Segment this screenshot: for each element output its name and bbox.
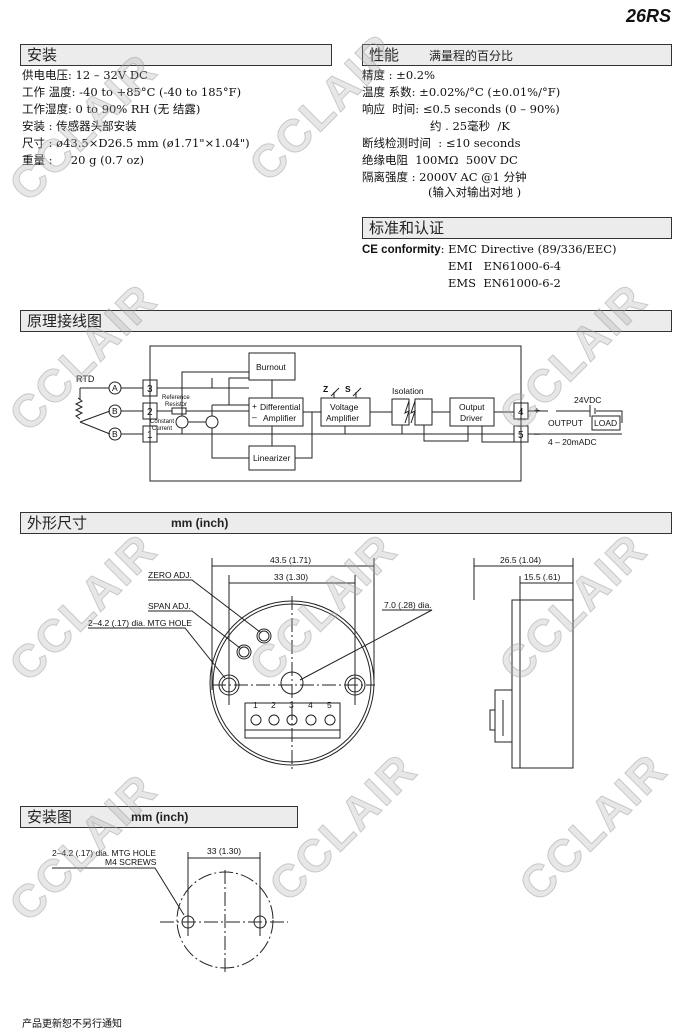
zero-adj-label: ZERO ADJ. [148,570,192,580]
hole-spacing-dim: 33 (1.30) [274,572,308,582]
output-driver-label: Output [459,402,485,412]
depth2-dim: 15.5 (.61) [524,572,561,582]
spec-line: 绝缘电阻 100MΩ 500V DC [362,153,518,167]
spec-line: 约 . 25毫秒 /K [430,119,510,133]
terminal-b [108,404,122,418]
wiring-title: 原理接线图 [27,312,103,330]
spec-line: 隔离强度 : 2000V AC @1 分钟 [362,170,527,184]
voltage-amplifier-label: Amplifier [326,413,359,423]
terminal-number: 2 [271,700,276,710]
mounting-title: 安装图 [27,808,73,826]
mounting-drawing [52,852,288,975]
terminal-b [108,427,122,441]
terminal-number: 1 [253,700,258,710]
spec-line: 温度 系数: ±0.02%/°C (±0.01%/°F) [362,85,561,99]
differential-amplifier-label: Differential [260,402,301,412]
differential-amplifier-label: Amplifier [263,413,296,423]
outer-diameter-dim: 43.5 (1.71) [270,555,311,565]
terminal-5: 5 [518,430,524,441]
terminal-4: 4 [518,407,524,418]
spec-line: 工作 温度: -40 to +85°C (-40 to 185°F) [22,85,242,99]
range-label: 4 – 20mADC [548,437,597,447]
terminal-b-label: B [112,429,118,439]
linearizer-label: Linearizer [253,453,290,463]
plus-label: + [252,401,257,411]
terminal-a-label: A [112,383,118,393]
dimensions-header: 外形尺寸 mm (inch) [20,512,672,534]
minus-label: – [252,412,257,422]
output-label: OUTPUT [548,418,583,428]
performance-title: 性能 [369,46,400,64]
span-label: S [345,384,351,394]
ce-label: CE conformity [362,244,441,256]
spec-line: 响应 时间: ≤0.5 seconds (0 – 90%) [362,102,560,116]
rtd-label: RTD [76,374,95,384]
terminal-a [108,381,122,395]
spacing-dim: 33 (1.30) [207,846,241,856]
plus-label: + [534,406,540,417]
constant-current-label: Constant [150,419,174,425]
spec-line: (输入对输出对地 ) [428,185,522,199]
performance-subtitle: 满量程的百分比 [429,49,514,63]
terminal-1: 1 [147,430,153,441]
zero-label: Z [323,384,328,394]
install-title: 安装 [27,46,58,64]
supply-label: 24VDC [574,395,601,405]
center-hole-label: 7.0 (.28) dia. [384,600,432,610]
terminal-3: 3 [147,384,153,395]
voltage-amplifier-label: Voltage [330,402,359,412]
model-number: 26RS [625,6,671,26]
terminal-2: 2 [147,407,153,418]
ce-value: : EMC Directive (89/336/EEC) [440,242,617,256]
terminal-number: 5 [327,700,332,710]
install-header: 安装 [20,44,332,66]
front-view-drawing [88,558,574,770]
terminal-b-label: B [112,406,118,416]
minus-label: – [534,429,540,440]
mtg-hole-label: 2–4.2 (.17) dia. MTG HOLE [52,848,156,858]
unit-label: mm (inch) [131,810,189,824]
spec-line: 尺寸 : ø43.5×D26.5 mm (ø1.71"×1.04") [22,136,250,150]
reference-resistor-label: Resistor [165,402,187,408]
constant-current-label: Current [152,426,172,432]
performance-header: 性能 满量程的百分比 [362,44,672,66]
mtg-hole-label: 2–4.2 (.17) dia. MTG HOLE [88,618,192,628]
unit-label: mm (inch) [171,516,229,530]
wiring-diagram [74,345,623,482]
load-label: LOAD [594,418,617,428]
terminal-number: 4 [308,700,313,710]
spec-line: 重量 : 20 g (0.7 oz) [22,153,145,167]
ems-line: EMS EN61000-6-2 [448,276,561,290]
isolation-label: Isolation [392,386,424,396]
mounting-header: 安装图 mm (inch) [20,806,298,828]
spec-line: 精度 : ±0.2% [362,68,436,82]
output-driver-label: Driver [460,413,483,423]
span-adj-label: SPAN ADJ. [148,601,191,611]
screws-label: M4 SCREWS [105,857,157,867]
wiring-header: 原理接线图 [20,310,672,332]
terminal-number: 3 [289,700,294,710]
spec-line: 供电电压: 12 – 32V DC [22,68,148,82]
spec-line: 安装 : 传感器头部安装 [22,119,137,133]
standards-header: 标准和认证 [362,217,672,239]
reference-resistor [171,407,187,415]
footer-note: 产品更新恕不另行通知 [22,1019,122,1030]
spec-line: 工作湿度: 0 to 90% RH (无 结露) [22,102,201,116]
standards-title: 标准和认证 [369,219,445,237]
depth-dim: 26.5 (1.04) [500,555,541,565]
burnout-label: Burnout [256,362,286,372]
dimensions-title: 外形尺寸 [27,514,88,532]
spec-line: 断线检测时间 : ≤10 seconds [362,136,521,150]
reference-resistor-label: Reference [162,395,190,401]
emi-line: EMI EN61000-6-4 [448,259,562,273]
